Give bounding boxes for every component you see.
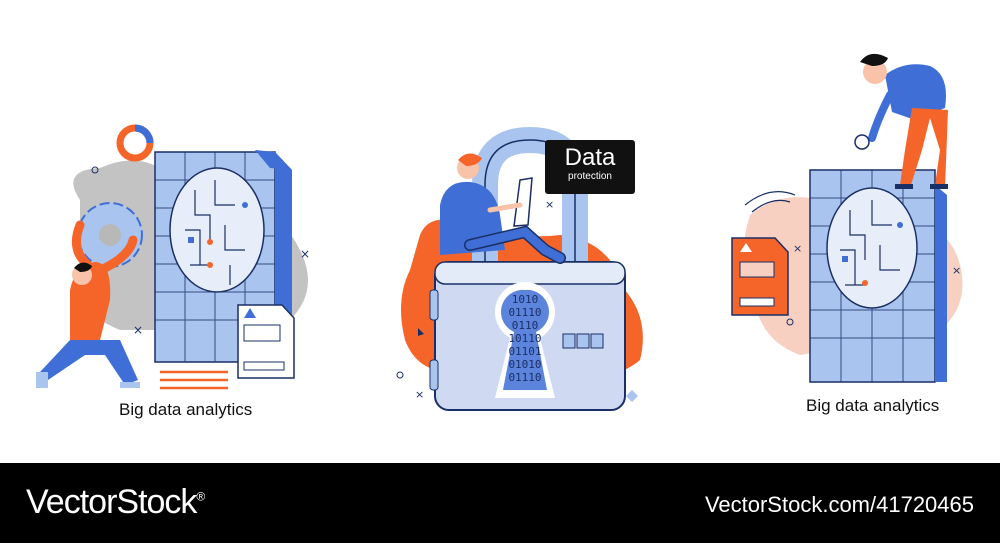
binary-row: 10110 [508, 332, 541, 345]
server-side [935, 185, 947, 382]
circuit-lens [169, 167, 265, 293]
gear-icon [77, 202, 143, 268]
svg-text:×: × [952, 264, 961, 277]
caption-left: Big data analytics [119, 400, 253, 419]
svg-text:×: × [545, 198, 554, 211]
donut-chart-icon [116, 124, 154, 162]
binary-row: 1010 [512, 293, 539, 306]
lock-slots [562, 333, 604, 349]
caption-right: Big data analytics [806, 396, 940, 415]
person-with-laptop [440, 153, 566, 264]
laptop-icon [513, 177, 533, 227]
svg-text:×: × [415, 388, 424, 401]
bubble-subtitle: protection [568, 171, 612, 182]
illustration-scene: × × 1010 01110 0110 10110 01101 [36, 53, 963, 419]
person-with-magnifier [854, 53, 948, 189]
brand-logo: VectorStock® [26, 483, 205, 522]
svg-text:×: × [300, 247, 310, 261]
document-right [731, 237, 789, 316]
illustration-svg: × × 1010 01110 0110 10110 01101 [36, 53, 963, 411]
svg-text:×: × [133, 323, 143, 337]
svg-text:×: × [793, 242, 802, 255]
person-kneeling [36, 220, 140, 388]
binary-row: 01110 [508, 306, 541, 319]
stock-id: VectorStock.com/41720465 [704, 492, 974, 517]
bubble-title: Data [564, 144, 616, 171]
binary-row: 01101 [508, 345, 541, 358]
watermark-footer: VectorStock® VectorStock.com/41720465 [0, 463, 1000, 543]
binary-row: 0110 [512, 319, 539, 332]
center-scene: 1010 01110 0110 10110 01101 01010 01110 [396, 126, 643, 411]
binary-row: 01010 [508, 358, 541, 371]
binary-row: 01110 [508, 371, 541, 384]
left-scene: × × [36, 124, 310, 390]
brand-name: VectorStock [26, 483, 197, 521]
registered-mark: ® [196, 489, 205, 504]
document-left [237, 304, 295, 379]
data-protection-bubble: Data protection [545, 140, 635, 194]
right-scene: × × [731, 53, 963, 383]
magnifier-icon [854, 134, 870, 150]
